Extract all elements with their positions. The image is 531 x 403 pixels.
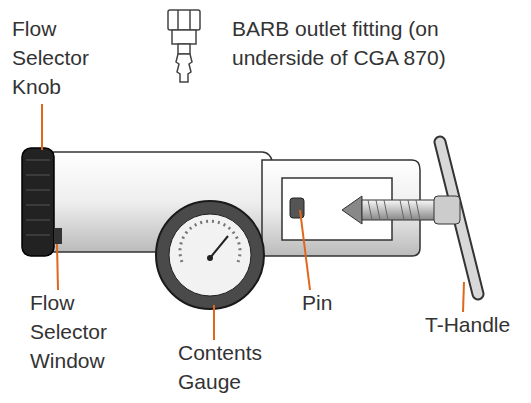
gauge-face	[169, 214, 251, 296]
gauge-bezel	[156, 201, 264, 309]
part-label: BARB outlet fitting (on underside of CGA…	[232, 14, 522, 72]
pin	[290, 198, 304, 218]
gauge-pivot	[207, 255, 213, 261]
t-handle-hub	[434, 196, 460, 224]
leader-line	[41, 104, 43, 150]
part-label: Contents Gauge	[178, 338, 283, 396]
screw-threads	[368, 200, 420, 220]
flow-selector-knob	[22, 148, 54, 256]
leader-line	[300, 210, 310, 290]
screw-rod	[362, 200, 444, 220]
leader-lines	[42, 104, 464, 340]
flow-selector-window	[54, 228, 62, 244]
leader-line	[213, 305, 215, 340]
part-label: Flow Selector Knob	[12, 14, 122, 101]
leader-line	[57, 244, 58, 290]
part-label: T-Handle	[425, 310, 530, 339]
gauge-scale	[180, 221, 240, 262]
part-label: Flow Selector Window	[30, 288, 140, 375]
knob-ridges	[26, 160, 50, 235]
leader-line	[463, 282, 464, 312]
part-label: Pin	[302, 288, 362, 317]
screw-tip	[342, 196, 362, 224]
barb-fitting-icon	[168, 10, 200, 82]
gauge-needle	[210, 236, 228, 258]
